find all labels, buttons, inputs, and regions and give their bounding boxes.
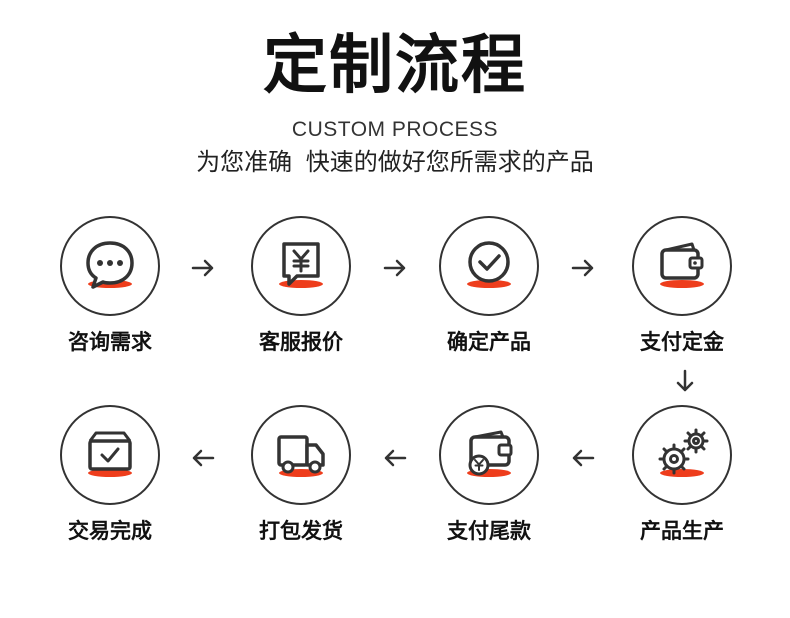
step-deposit-circle (632, 216, 732, 316)
step-label-shipping: 打包发货 (259, 519, 343, 543)
step-quote-circle (251, 216, 351, 316)
wallet-yuan-icon (467, 430, 513, 477)
delivery-truck-icon (277, 435, 325, 477)
subtitle-english: CUSTOM PROCESS (291, 118, 499, 141)
step-confirm-circle (439, 216, 539, 316)
arrow-right-icon (188, 256, 218, 280)
chat-bubble-icon (86, 241, 134, 289)
step-balance-circle (439, 405, 539, 505)
step-complete-circle (60, 405, 160, 505)
arrow-left-icon (380, 446, 410, 470)
arrow-right-icon (380, 256, 410, 280)
step-label-production: 产品生产 (640, 519, 724, 543)
arrow-left-icon (188, 446, 218, 470)
check-circle-icon (467, 241, 511, 288)
arrow-left-icon (568, 446, 598, 470)
subtitle-chinese: 为您准确 快速的做好您所需求的产品 (196, 148, 594, 176)
step-label-deposit: 支付定金 (640, 330, 724, 354)
step-production-circle (632, 405, 732, 505)
page-title: 定制流程 (263, 29, 527, 103)
yuan-quote-icon (279, 242, 323, 288)
arrow-right-icon (568, 256, 598, 280)
step-label-balance: 支付尾款 (447, 519, 531, 543)
gears-icon (658, 428, 709, 477)
checked-box-icon (88, 431, 132, 477)
wallet-icon (660, 242, 704, 288)
step-label-quote: 客服报价 (259, 330, 343, 354)
step-shipping-circle (251, 405, 351, 505)
step-consult-circle (60, 216, 160, 316)
arrow-down-icon (670, 366, 700, 396)
step-label-complete: 交易完成 (68, 519, 152, 543)
step-label-consult: 咨询需求 (68, 330, 152, 354)
step-label-confirm: 确定产品 (447, 330, 531, 354)
